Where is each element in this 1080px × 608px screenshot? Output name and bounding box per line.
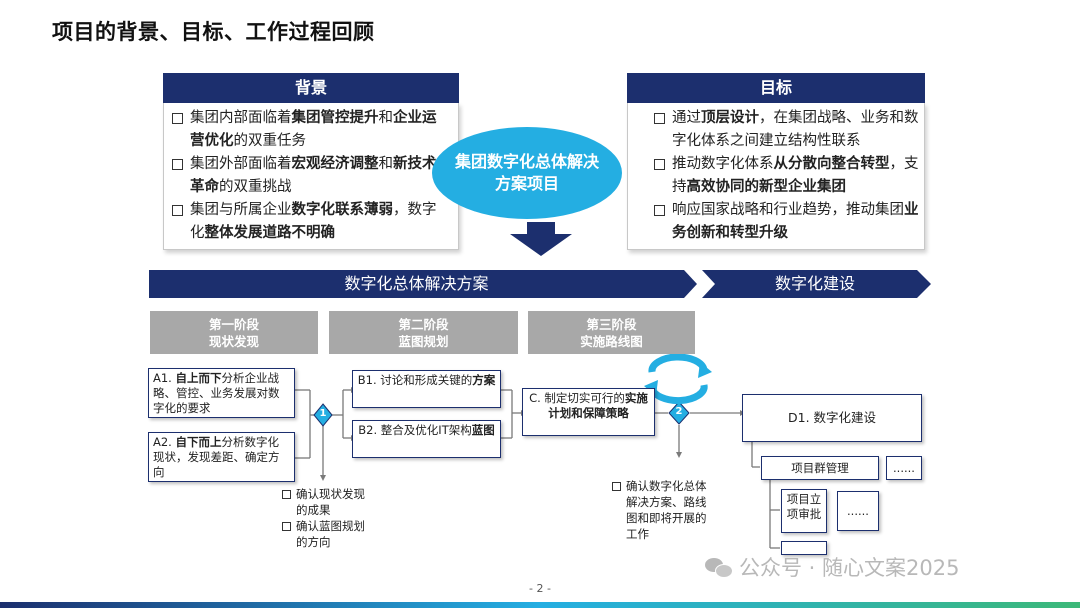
goal-item: 推动数字化体系从分散向整合转型，支持高效协同的新型企业集团 xyxy=(654,153,920,199)
box-a1: A1. 自上而下分析企业战略、管控、业务发展对数字化的要求 xyxy=(148,368,295,418)
phase-2-box: 第二阶段 蓝图规划 xyxy=(329,311,518,354)
background-header: 背景 xyxy=(163,73,459,103)
box-b2: B2. 整合及优化IT架构蓝图 xyxy=(352,420,501,458)
watermark-text: 公众号 · 随心文案2025 xyxy=(739,556,960,580)
goal-item: 响应国家战略和行业趋势，推动集团业务创新和转型升级 xyxy=(654,199,920,245)
notes-2: 确认数字化总体解决方案、路线图和即将开展的工作 xyxy=(612,478,712,542)
box-c: C. 制定切实可行的实施计划和保障策略 xyxy=(522,388,655,436)
down-arrow-icon xyxy=(510,222,572,256)
wechat-icon xyxy=(705,556,733,578)
diamond-1-shape xyxy=(313,403,333,427)
connector-lines xyxy=(295,389,780,549)
phase-2-title: 第二阶段 xyxy=(398,316,449,332)
goal-list: 通过顶层设计，在集团战略、业务和数字化体系之间建立结构性联系 推动数字化体系从分… xyxy=(628,103,924,249)
box-stub xyxy=(781,541,827,555)
banner-left-label: 数字化总体解决方案 xyxy=(344,274,489,293)
note-item: 确认现状发现的成果 xyxy=(282,486,372,518)
diamond-2-shape xyxy=(668,401,690,425)
banner-right-label: 数字化建设 xyxy=(774,274,855,293)
box-a2: A2. 自下而上分析数字化现状，发现差距、确定方向 xyxy=(148,432,295,482)
box-d1: D1. 数字化建设 xyxy=(742,394,922,442)
box-project-group: 项目群管理 xyxy=(761,456,879,480)
center-ellipse: 集团数字化总体解决方案项目 xyxy=(432,127,622,219)
note-item: 确认数字化总体解决方案、路线图和即将开展的工作 xyxy=(612,478,712,542)
banner-left-shape xyxy=(149,270,697,298)
page-title: 项目的背景、目标、工作过程回顾 xyxy=(52,20,375,44)
box-b1: B1. 讨论和形成关键的方案 xyxy=(352,370,501,408)
watermark: 公众号 · 随心文案2025 xyxy=(705,552,959,582)
phase-1-subtitle: 现状发现 xyxy=(208,333,259,349)
goal-panel: 目标 通过顶层设计，在集团战略、业务和数字化体系之间建立结构性联系 推动数字化体… xyxy=(627,73,925,250)
bottom-gradient-bar xyxy=(0,602,1080,608)
background-item: 集团外部面临着宏观经济调整和新技术革命的双重挑战 xyxy=(172,153,450,199)
box-dots-1: ...... xyxy=(886,456,922,480)
diamond-1-label: 1 xyxy=(319,408,327,419)
phase-2-subtitle: 蓝图规划 xyxy=(398,333,449,349)
note-item: 确认蓝图规划的方向 xyxy=(282,518,372,550)
background-list: 集团内部面临着集团管控提升和企业运营优化的双重任务 集团外部面临着宏观经济调整和… xyxy=(164,103,458,249)
notes-1: 确认现状发现的成果 确认蓝图规划的方向 xyxy=(282,486,372,550)
background-body: 集团内部面临着集团管控提升和企业运营优化的双重任务 集团外部面临着宏观经济调整和… xyxy=(163,103,459,250)
phase-3-title: 第三阶段 xyxy=(586,316,637,332)
phase-3-subtitle: 实施路线图 xyxy=(580,333,643,349)
diamond-2-label: 2 xyxy=(675,406,683,417)
goal-item: 通过顶层设计，在集团战略、业务和数字化体系之间建立结构性联系 xyxy=(654,107,920,153)
box-dots-2: ...... xyxy=(837,491,879,531)
page-number: - 2 - xyxy=(529,582,551,595)
background-item: 集团与所属企业数字化联系薄弱，数字化整体发展道路不明确 xyxy=(172,199,450,245)
goal-body: 通过顶层设计，在集团战略、业务和数字化体系之间建立结构性联系 推动数字化体系从分… xyxy=(627,103,925,250)
goal-header: 目标 xyxy=(627,73,925,103)
box-project-approval: 项目立项审批 xyxy=(781,489,827,533)
background-item: 集团内部面临着集团管控提升和企业运营优化的双重任务 xyxy=(172,107,450,153)
background-panel: 背景 集团内部面临着集团管控提升和企业运营优化的双重任务 集团外部面临着宏观经济… xyxy=(163,73,459,250)
banner-right-shape xyxy=(702,270,931,298)
phase-1-box: 第一阶段 现状发现 xyxy=(150,311,318,354)
phase-3-box: 第三阶段 实施路线图 xyxy=(528,311,695,354)
phase-1-title: 第一阶段 xyxy=(208,316,259,332)
